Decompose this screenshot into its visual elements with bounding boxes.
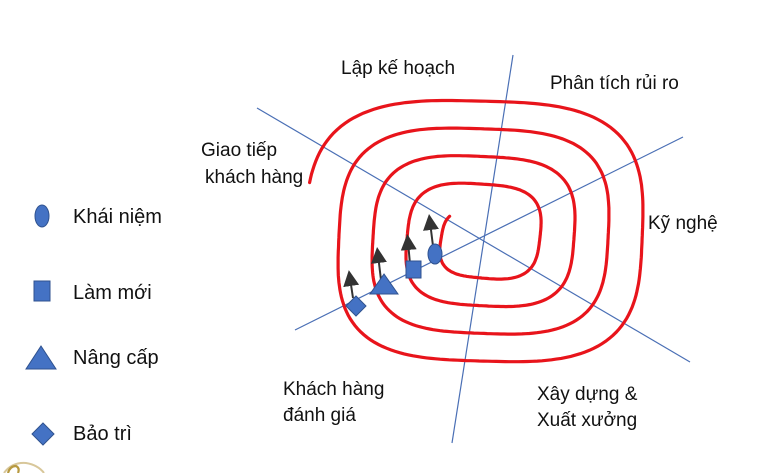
label-engineering: Kỹ nghệ xyxy=(648,213,718,234)
legend-label-renew: Làm mới xyxy=(73,282,152,304)
label-planning: Lập kế hoạch xyxy=(341,58,456,79)
legend-square-icon xyxy=(33,280,51,302)
label-build-release-2: Xuất xưởng xyxy=(537,410,638,431)
ellipse-icon xyxy=(427,243,443,265)
triangle-icon xyxy=(369,273,399,295)
axis-line-diagonal-left xyxy=(256,107,691,363)
label-build-release-1: Xây dựng & xyxy=(537,384,638,405)
axis-lines xyxy=(256,54,691,444)
corner-logo-arc xyxy=(3,461,45,473)
axis-line-diagonal-right xyxy=(294,136,684,331)
legend-label-upgrade: Nâng cấp xyxy=(73,347,159,369)
spiral-markers xyxy=(345,243,443,317)
legend-triangle-icon xyxy=(25,345,57,370)
legend-ellipse-icon xyxy=(34,204,50,228)
diamond-icon xyxy=(345,295,367,317)
arrow-renew xyxy=(400,234,417,265)
corner-logo-mark xyxy=(6,464,20,473)
label-risk-analysis: Phân tích rủi ro xyxy=(550,73,679,94)
arrow-concept xyxy=(423,214,439,247)
legend-icons xyxy=(25,204,57,446)
label-customer-comm-2: khách hàng xyxy=(205,167,304,188)
legend-label-concept: Khái niệm xyxy=(73,206,162,228)
legend-label-maintain: Bảo trì xyxy=(73,423,132,445)
arrow-maintain xyxy=(343,270,360,299)
label-customer-eval-2: đánh giá xyxy=(283,405,356,426)
square-icon xyxy=(405,260,422,279)
corner-logo xyxy=(3,461,45,473)
label-customer-comm-1: Giao tiếp xyxy=(201,140,278,161)
progress-arrows xyxy=(343,214,439,299)
label-customer-eval-1: Khách hàng xyxy=(283,379,385,400)
spiral-curve xyxy=(308,98,645,364)
legend-diamond-icon xyxy=(31,422,55,446)
axis-line-vertical xyxy=(451,54,514,444)
arrow-upgrade xyxy=(371,247,387,281)
